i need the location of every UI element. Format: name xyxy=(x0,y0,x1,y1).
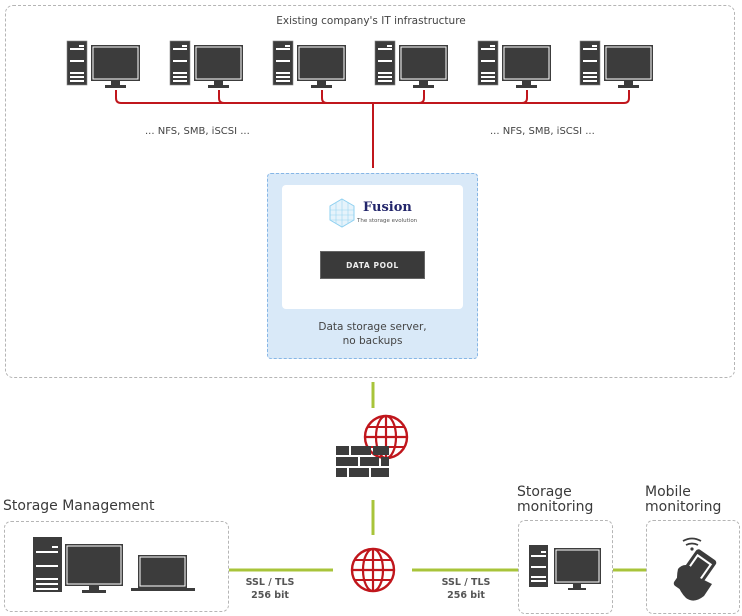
storage-server-caption: Data storage server, no backups xyxy=(267,320,478,348)
ssl-left-line-1: SSL / TLS xyxy=(245,577,295,588)
storage-management-title: Storage Management xyxy=(3,498,155,514)
caption-line-1: Data storage server, xyxy=(318,321,427,333)
ssl-label-left: SSL / TLS 256 bit xyxy=(240,576,300,602)
ssl-left-line-2: 256 bit xyxy=(251,590,289,601)
ssl-right-line-2: 256 bit xyxy=(447,590,485,601)
brand-tagline: The storage evolution xyxy=(357,218,418,224)
internet-globe-icon xyxy=(350,547,396,593)
storage-monitoring-title-line-2: monitoring xyxy=(517,499,594,515)
laptop-icon xyxy=(131,555,195,591)
caption-line-2: no backups xyxy=(342,335,403,347)
management-workstation-icon xyxy=(33,537,123,593)
ssl-right-line-1: SSL / TLS xyxy=(441,577,491,588)
storage-management-box xyxy=(4,521,229,612)
firewall-globe-icon xyxy=(336,414,409,477)
mobile-monitoring-title-line-1: Mobile xyxy=(645,484,691,500)
monitoring-workstation-icon xyxy=(529,545,601,590)
data-pool-block: DATA POOL xyxy=(320,251,425,279)
workstation-1 xyxy=(66,40,141,89)
lan-bus xyxy=(115,90,630,168)
protocol-label-right: ... NFS, SMB, iSCSI ... xyxy=(490,126,595,137)
storage-monitoring-title-line-1: Storage xyxy=(517,484,572,500)
workstation-2 xyxy=(169,40,244,89)
storage-monitoring-title: Storage monitoring xyxy=(517,485,593,515)
workstation-5 xyxy=(477,40,552,89)
infrastructure-title: Existing company's IT infrastructure xyxy=(276,15,466,27)
workstation-6 xyxy=(579,40,654,89)
protocol-label-left: ... NFS, SMB, iSCSI ... xyxy=(145,126,250,137)
mobile-phone-hand-icon xyxy=(673,537,717,601)
mobile-monitoring-title: Mobile monitoring xyxy=(645,485,721,515)
brand-name: Fusion xyxy=(363,200,412,215)
mobile-monitoring-title-line-2: monitoring xyxy=(645,499,722,515)
fusion-card xyxy=(282,185,463,309)
infrastructure-boundary xyxy=(5,5,735,378)
ssl-label-right: SSL / TLS 256 bit xyxy=(436,576,496,602)
storage-monitoring-box xyxy=(518,520,613,614)
mobile-monitoring-box xyxy=(646,520,740,614)
workstation-4 xyxy=(374,40,449,89)
workstation-3 xyxy=(272,40,347,89)
